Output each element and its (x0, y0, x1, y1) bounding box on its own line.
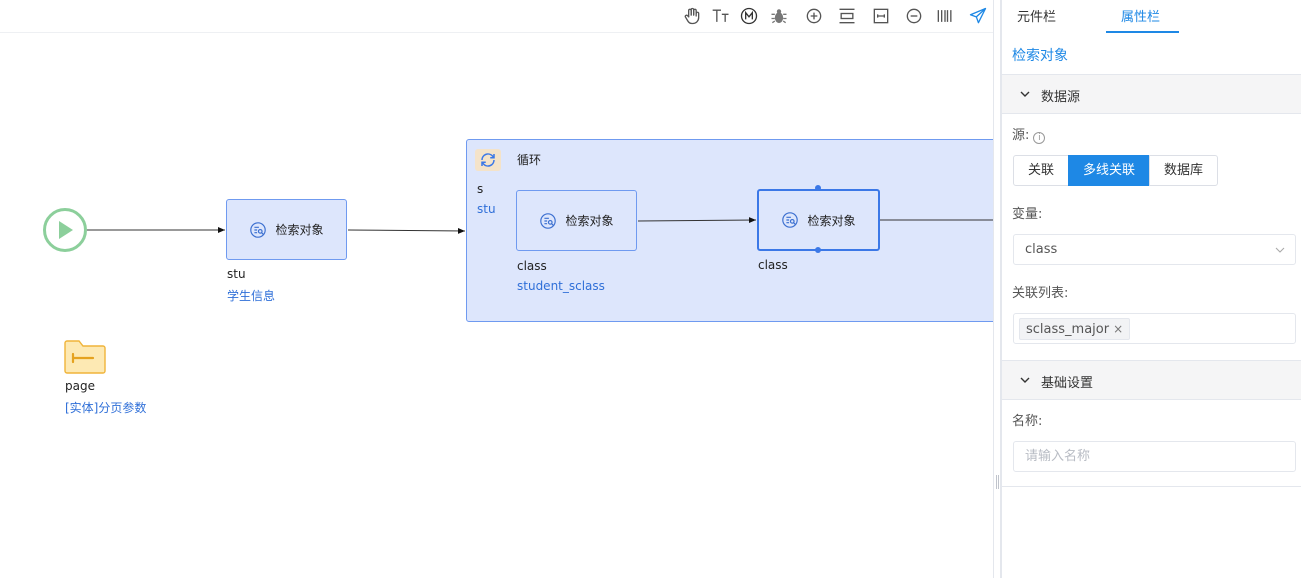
barcode-icon[interactable] (933, 5, 957, 27)
page-param-folder[interactable] (64, 340, 106, 378)
node-title: 检索对象 (807, 213, 856, 228)
active-tab-indicator (1106, 31, 1179, 33)
node-var-label: stu (227, 267, 246, 281)
node-var-label: class (758, 258, 788, 272)
hand-icon[interactable] (680, 5, 704, 27)
connection-handle-bottom[interactable] (815, 247, 821, 253)
loop-var-label: s (477, 182, 484, 196)
fit-height-icon[interactable] (835, 5, 859, 27)
text-size-icon[interactable] (709, 5, 733, 27)
page-source-label: [实体]分页参数 (65, 401, 147, 415)
zoom-in-icon[interactable] (802, 5, 826, 27)
source-field-label: 源:i (1012, 124, 1046, 144)
panel-title: 检索对象 (1012, 48, 1068, 64)
flow-canvas[interactable]: 检索对象 stu 学生信息 循环 s stu 检索对象 class studen… (0, 0, 995, 578)
start-node[interactable] (43, 208, 87, 252)
bug-icon[interactable] (767, 5, 791, 27)
folder-icon (64, 340, 106, 374)
node-source-label: student_sclass (517, 279, 605, 293)
drag-grip-icon[interactable] (996, 475, 999, 489)
relation-list-multiselect[interactable]: sclass_major× (1013, 313, 1296, 344)
variable-field-label: 变量: (1012, 207, 1043, 222)
name-field-label: 名称: (1012, 414, 1043, 429)
source-option-multi-relation[interactable]: 多线关联 (1068, 155, 1151, 186)
connection-handle-top[interactable] (815, 185, 821, 191)
source-option-relation[interactable]: 关联 (1013, 155, 1070, 186)
section-title: 基础设置 (1041, 376, 1094, 391)
canvas-toolbar (0, 0, 995, 33)
search-node-class-2-selected[interactable]: 检索对象 (757, 189, 880, 251)
m-circle-icon[interactable] (737, 5, 761, 27)
node-title: 检索对象 (275, 223, 324, 237)
chevron-down-icon (1020, 91, 1030, 97)
send-icon[interactable] (966, 5, 990, 27)
source-label-text: 源: (1012, 128, 1030, 143)
section-basic-header[interactable]: 基础设置 (1002, 360, 1301, 400)
variable-select-value: class (1025, 242, 1058, 257)
page-var-label: page (65, 379, 95, 393)
search-node-class-1[interactable]: 检索对象 (516, 190, 637, 251)
chevron-down-icon (1275, 247, 1285, 253)
loop-icon (475, 149, 501, 171)
chevron-down-icon (1020, 377, 1030, 383)
search-object-icon (540, 212, 557, 229)
section-datasource-header[interactable]: 数据源 (1002, 74, 1301, 114)
relation-list-label: 关联列表: (1012, 286, 1069, 301)
info-icon[interactable]: i (1033, 132, 1046, 144)
relation-tag-label: sclass_major (1026, 322, 1110, 337)
section-title: 数据源 (1041, 90, 1081, 105)
search-object-icon (782, 212, 799, 228)
relation-tag: sclass_major× (1019, 318, 1131, 340)
tab-properties[interactable]: 属性栏 (1121, 10, 1161, 25)
loop-title: 循环 (517, 153, 542, 167)
variable-select[interactable]: class (1013, 234, 1296, 265)
edge-stu-to-loop (347, 227, 466, 234)
fit-box-icon[interactable] (869, 5, 893, 27)
close-icon[interactable]: × (1113, 322, 1124, 336)
loop-source-label: stu (477, 202, 496, 216)
node-var-label: class (517, 259, 547, 273)
node-title: 检索对象 (565, 214, 614, 228)
source-option-database[interactable]: 数据库 (1149, 155, 1219, 186)
loop-connector-lines (637, 217, 995, 224)
section-divider (1002, 486, 1301, 487)
search-node-stu[interactable]: 检索对象 (226, 199, 347, 260)
search-object-icon (250, 221, 267, 238)
property-panel: 元件栏 属性栏 检索对象 数据源 源:i 关联 多线关联 数据库 变量: cla… (1001, 0, 1301, 578)
panel-splitter[interactable] (993, 0, 1001, 578)
name-input[interactable] (1013, 441, 1296, 472)
panel-tabs: 元件栏 属性栏 (1002, 0, 1301, 34)
source-segmented-control: 关联 多线关联 数据库 (1013, 155, 1219, 186)
loop-container[interactable]: 循环 s stu 检索对象 class student_sclass 检索对象 … (466, 139, 995, 322)
play-icon (59, 221, 73, 239)
connector-lines (87, 227, 466, 234)
tab-components[interactable]: 元件栏 (1017, 10, 1057, 25)
zoom-out-icon[interactable] (902, 5, 926, 27)
node-source-label: 学生信息 (227, 289, 276, 303)
